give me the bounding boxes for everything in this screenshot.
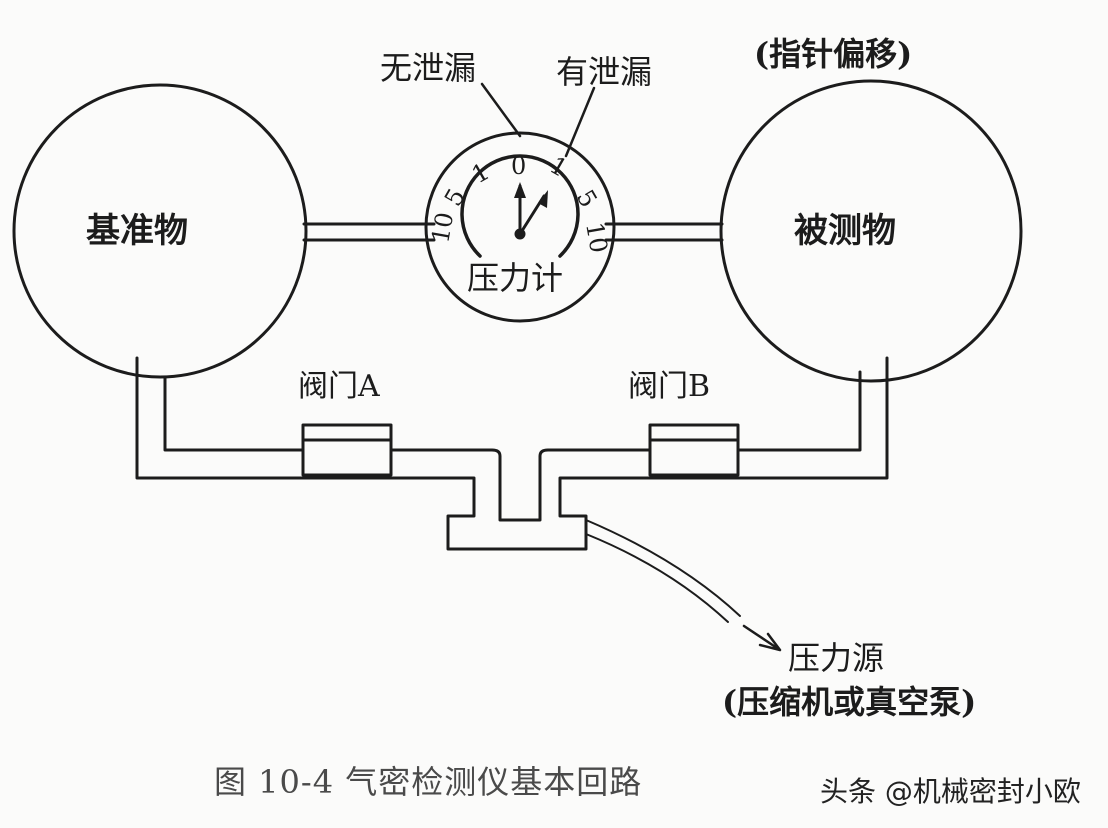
gauge-dial-arc [460,154,580,258]
figure-caption: 图 10-4 气密检测仪基本回路 [214,763,643,801]
needle-leak-tip [538,190,548,208]
label-reference: 基准物 [86,211,188,251]
label-pointer-shift: (指针偏移) [754,35,913,73]
leader-no-leak [480,82,522,138]
label-no-leak: 无泄漏 [380,49,477,87]
source-hose-line-1 [585,519,741,617]
needle-no-leak-tip [514,182,526,198]
watermark: 头条 @机械密封小欧 [820,775,1081,808]
leader-leak [564,86,596,158]
scale-right-5: 5 [571,185,603,212]
pipe-outer [135,356,889,551]
source-arrow [742,624,782,652]
label-leak: 有泄漏 [556,53,653,91]
scale-left-5: 5 [439,184,471,211]
scale-right-1: 1 [545,151,572,183]
reference-vessel [12,83,308,379]
pipe-inner [163,370,862,522]
label-pressure-source: 压力源 [788,639,885,677]
label-test-object: 被测物 [794,211,896,251]
scale-zero: 0 [511,152,526,180]
label-valve-b: 阀门B [628,369,711,404]
scale-left-10: 10 [426,210,459,245]
label-pressure-source-detail: (压缩机或真空泵) [722,683,977,721]
label-valve-a: 阀门A [298,369,380,404]
valve-a [301,423,393,477]
label-gauge: 压力计 [467,259,564,297]
gauge-connection-left [302,222,436,242]
gauge-connection-right [604,222,724,242]
valve-b [648,423,740,477]
test-vessel [719,79,1023,383]
source-hose-line-2 [585,533,729,623]
scale-right-10: 10 [580,220,613,255]
pressure-gauge [424,131,616,323]
